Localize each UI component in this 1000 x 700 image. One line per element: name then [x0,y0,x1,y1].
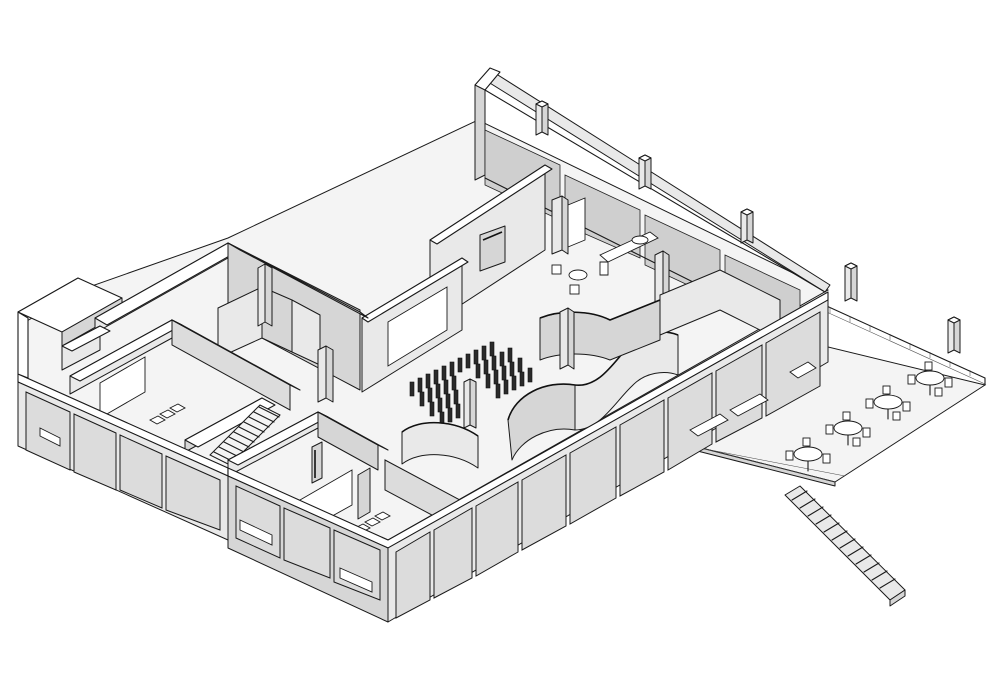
storage-room [61,325,111,371]
terrace-table [785,437,831,472]
terrace-table [907,361,953,397]
exterior-stair [784,485,906,607]
terrace-tables [785,361,953,472]
column [638,154,652,190]
auditorium-seating [409,341,533,429]
column [947,316,961,354]
exterior-columns [535,100,961,354]
curved-partitions [401,269,781,469]
left-wing [17,242,461,535]
column [844,262,858,302]
front-facade-left [17,311,229,541]
window-furniture [39,361,817,593]
hall-back-walls [361,164,553,393]
front-facade-right [227,291,829,623]
column [535,100,549,136]
column [740,208,754,244]
terrace-table [825,411,871,447]
terrace-table [865,385,911,421]
